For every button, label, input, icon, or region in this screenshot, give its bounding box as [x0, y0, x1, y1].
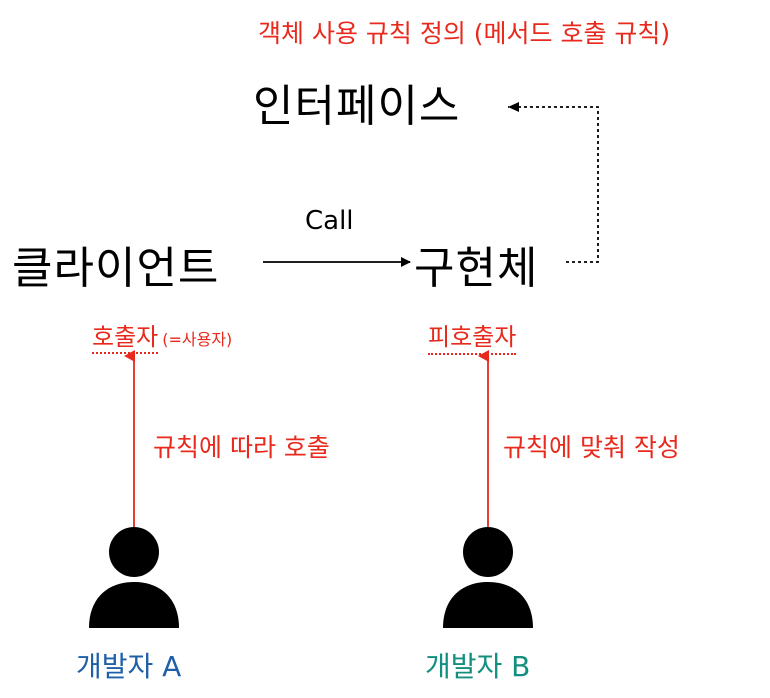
call-label: Call	[305, 206, 354, 236]
rule-implement-label: 규칙에 맞춰 작성	[503, 433, 680, 462]
developer-a-label: 개발자 A	[76, 650, 182, 683]
client-label: 클라이언트	[12, 243, 220, 294]
implementation-label: 구현체	[414, 243, 539, 294]
rule-follow-label: 규칙에 따라 호출	[153, 433, 330, 462]
caller-text: 호출자	[92, 323, 159, 354]
caller-label: 호출자(=사용자)	[92, 317, 233, 354]
implements-dotted-arrow	[508, 102, 599, 263]
developer-b-label: 개발자 B	[425, 650, 531, 683]
person-icon	[443, 527, 533, 628]
interface-rule-caption: 객체 사용 규칙 정의 (메서드 호출 규칙)	[258, 19, 671, 48]
interface-label: 인터페이스	[253, 81, 461, 132]
caller-note: (=사용자)	[162, 330, 233, 349]
callee-label: 피호출자	[428, 317, 517, 355]
person-icon	[89, 527, 179, 628]
